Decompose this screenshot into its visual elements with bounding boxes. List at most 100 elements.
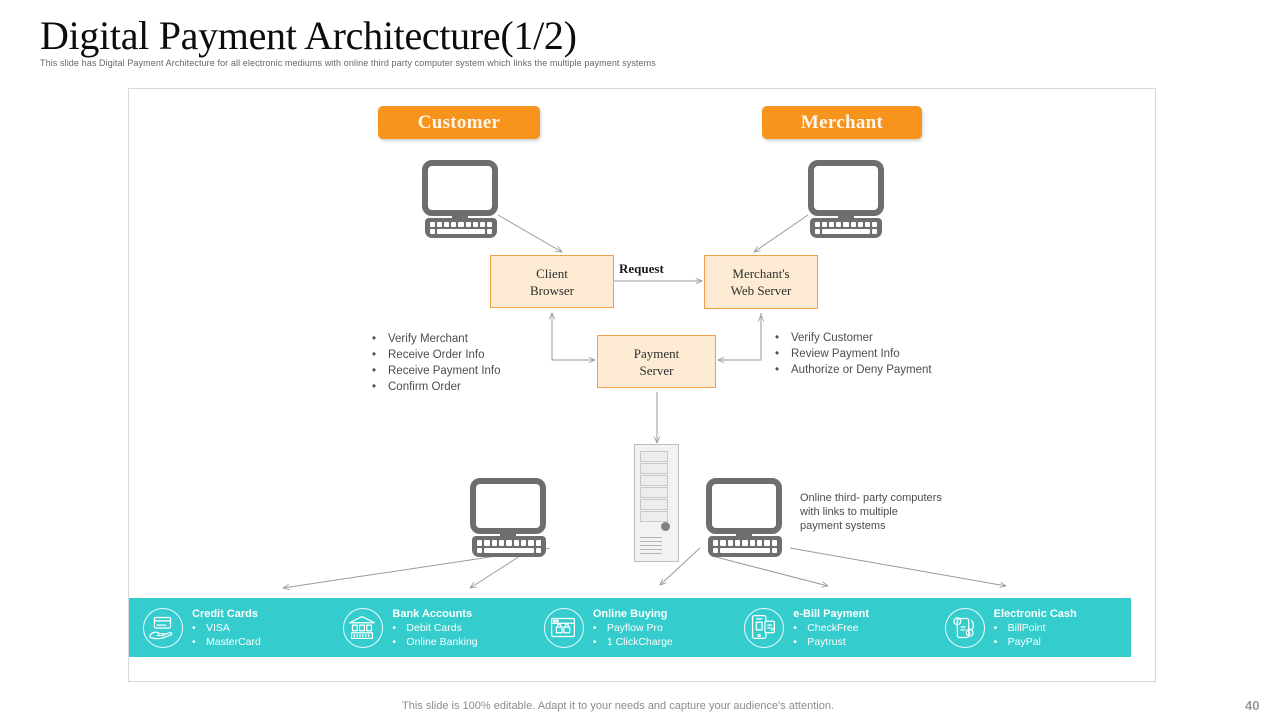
bullet-icon: • [793, 635, 797, 648]
third-party-note-line1: Online third- party computers [800, 492, 942, 504]
keyboard-key [822, 222, 828, 227]
keyboard-spacebar [437, 229, 485, 234]
server-tower-icon [634, 444, 679, 562]
bullet-icon: • [775, 332, 780, 344]
keyboard-key [749, 540, 755, 546]
payment-method-option: •MasterCard [192, 635, 261, 649]
keyboard-key [479, 222, 485, 227]
footer-note: This slide is 100% editable. Adapt it to… [402, 700, 834, 712]
bullet-icon: • [775, 364, 780, 376]
keyboard-key [757, 540, 763, 546]
client-browser-line2: Browser [529, 282, 575, 298]
keyboard-key [430, 222, 436, 227]
actor-pill-merchant[interactable]: Merchant [762, 106, 922, 139]
bullet-icon: • [592, 635, 597, 648]
merchant-server-line1: Merchant's [732, 266, 790, 281]
actor-pill-customer[interactable]: Customer [378, 106, 540, 139]
keyboard-key [451, 222, 457, 227]
keyboard-key [836, 222, 842, 227]
keyboard-key [864, 222, 870, 227]
keyboard-key [771, 547, 777, 553]
keyboard-key [742, 540, 748, 546]
bullet-icon: • [372, 381, 377, 393]
bullet-icon: • [775, 348, 780, 360]
mobile-bill-icon [744, 607, 785, 648]
payment-method-item[interactable]: e-Bill Payment•CheckFree•Paytrust [730, 607, 930, 649]
keyboard-key [713, 547, 719, 553]
payment-method-text: Electronic Cash•BillPoint•PayPal [994, 607, 1077, 649]
keyboard-key [727, 540, 733, 546]
payment-method-title: Bank Accounts [392, 607, 473, 620]
keyboard-key [771, 540, 777, 546]
digital-cash-icon: $$ [944, 607, 985, 648]
keyboard-key [528, 540, 534, 546]
keyboard-spacebar [484, 547, 534, 553]
bullet-icon: • [392, 635, 397, 648]
payment-method-text: e-Bill Payment•CheckFree•Paytrust [793, 607, 869, 649]
customer-side-bullet-item: •Receive Order Info [372, 347, 501, 363]
payment-method-item[interactable]: Bank Accounts•Debit Cards•Online Banking [329, 607, 529, 649]
payment-method-option-label: VISA [206, 621, 230, 634]
request-arrow-label: Request [619, 261, 664, 276]
payment-method-item[interactable]: $$Electronic Cash•BillPoint•PayPal [931, 607, 1131, 649]
payment-method-option: •CheckFree [793, 621, 869, 635]
payment-method-title: Online Buying [592, 607, 668, 620]
payment-method-option-label: Payflow Pro [606, 621, 663, 634]
keyboard-key [458, 222, 464, 227]
payment-server-line1: Payment [633, 345, 680, 361]
third-party-note-line3: payment systems [800, 520, 886, 532]
payment-method-option: • VISA [192, 621, 261, 635]
payment-method-item[interactable]: Credit Cards•VISA•MasterCard [129, 607, 329, 649]
flow-box-payment-server[interactable]: Payment Server [597, 335, 716, 388]
keyboard-key [857, 222, 863, 227]
payment-server-line2: Server [639, 362, 674, 378]
merchant-side-bullet-item: • Review Payment Info [775, 346, 932, 362]
keyboard-key [735, 540, 741, 546]
bullet-icon: • [192, 621, 196, 634]
svg-text:$: $ [956, 619, 959, 624]
bullet-icon: • [392, 621, 397, 634]
merchant-side-bullet-label: Review Payment Info [791, 348, 900, 360]
bullet-icon: • [993, 635, 998, 648]
payment-method-option-label: CheckFree [807, 621, 859, 634]
flow-box-merchant-web-server[interactable]: Merchant's Web Server [704, 255, 818, 309]
keyboard-key [477, 547, 483, 553]
payment-method-option: •1 ClickCharge [593, 635, 673, 649]
bullet-icon: • [993, 621, 998, 634]
keyboard-key [484, 540, 490, 546]
payment-method-option-label: BillPoint [1007, 621, 1046, 634]
payment-method-text: Online Buying • Payflow Pro•1 ClickCharge [593, 607, 673, 649]
keyboard-spacebar [822, 229, 870, 234]
client-browser-line1: Client [536, 265, 568, 281]
merchant-server-line2: Web Server [730, 283, 792, 298]
keyboard-key [499, 540, 505, 546]
payment-method-option: • BillPoint [994, 621, 1077, 635]
merchant-side-bullet-item: • Verify Customer [775, 330, 932, 346]
payment-method-option: •Online Banking [392, 635, 477, 649]
payment-method-item[interactable]: Online Buying • Payflow Pro•1 ClickCharge [530, 607, 730, 649]
keyboard-key [430, 229, 436, 234]
merchant-side-bullet-list: • Verify Customer • Review Payment Info •Aut… [775, 330, 932, 378]
keyboard-key [465, 222, 471, 227]
keyboard-spacebar [720, 547, 770, 553]
keyboard-key [506, 540, 512, 546]
third-party-annotation: Online third- party computers with links… [800, 491, 942, 533]
customer-side-bullet-item: • Receive Payment Info [372, 363, 501, 379]
keyboard-key [444, 222, 450, 227]
customer-side-bullet-label: Receive Payment Info [388, 365, 501, 377]
keyboard-key [486, 229, 492, 234]
page-number: 40 [1245, 698, 1260, 713]
merchant-side-bullet-label: Verify Customer [791, 332, 873, 344]
bullet-icon: • [372, 365, 377, 377]
keyboard-key [815, 229, 821, 234]
customer-side-bullet-label: Receive Order Info [388, 349, 485, 361]
keyboard-key [513, 540, 519, 546]
keyboard-key [850, 222, 856, 227]
browser-window-shop-icon [543, 607, 584, 648]
flow-box-client-browser[interactable]: Client Browser [490, 255, 614, 308]
payment-method-option-label: MasterCard [206, 635, 261, 648]
keyboard-key [843, 222, 849, 227]
customer-side-bullet-list: •Verify Merchant•Receive Order Info•Rece… [372, 331, 501, 395]
merchant-side-bullet-item: •Authorize or Deny Payment [775, 362, 932, 378]
